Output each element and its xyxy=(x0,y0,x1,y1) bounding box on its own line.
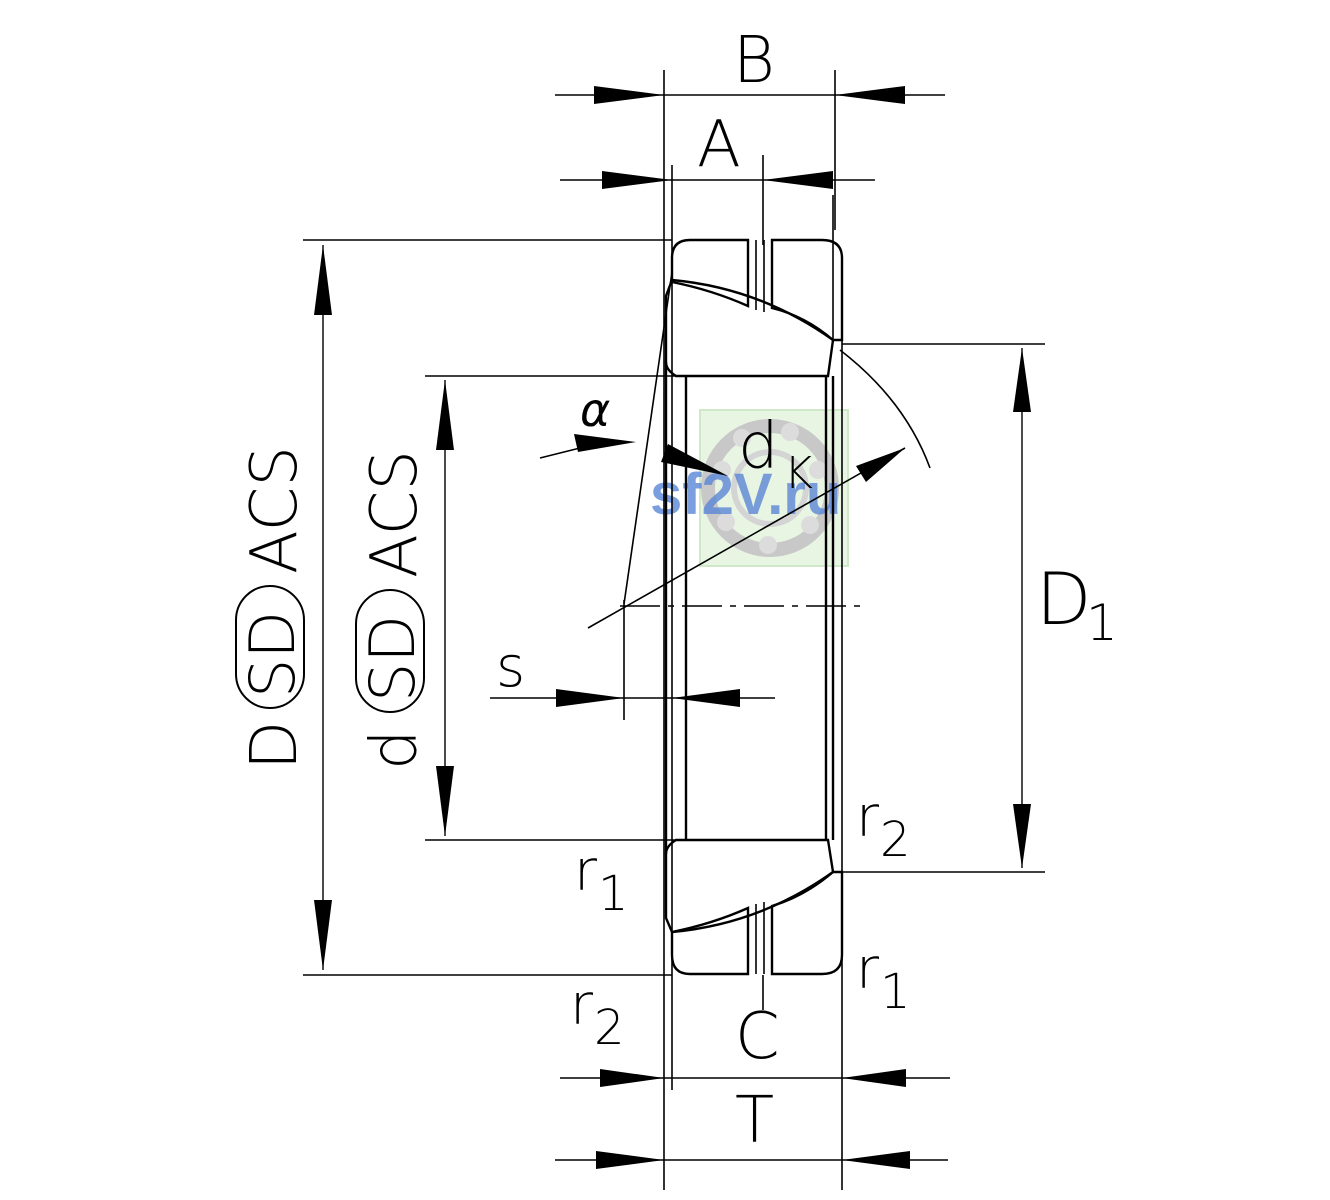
label-r1-right-sub: 1 xyxy=(880,964,911,1020)
label-C: C xyxy=(735,1000,780,1074)
label-D-acs: ACS xyxy=(238,446,312,574)
lubrication-groove xyxy=(755,240,765,974)
label-r2-bottom-sub: 2 xyxy=(594,1000,625,1056)
label-r2-top-sub: 2 xyxy=(880,812,911,868)
inner-ring-bottom xyxy=(664,838,835,934)
watermark-text: sf2V.ru xyxy=(650,462,841,527)
arrowheads xyxy=(314,86,1031,1169)
label-s: s xyxy=(496,635,525,700)
label-D1-sub: 1 xyxy=(1086,594,1118,652)
label-r1-left: r xyxy=(574,839,597,904)
outer-ring-bottom-right xyxy=(770,870,844,976)
label-D-circled: SD xyxy=(236,611,309,698)
label-B: B xyxy=(733,24,775,98)
label-D1: D xyxy=(1036,557,1091,641)
label-r1-left-sub: 1 xyxy=(598,866,629,922)
label-r2-bottom: r xyxy=(570,973,593,1038)
outer-ring-bottom-left xyxy=(670,906,750,976)
label-r1-right: r xyxy=(856,937,879,1002)
label-alpha: α xyxy=(580,383,610,437)
label-d-tolerance: d SD ACS xyxy=(355,450,432,770)
outer-ring-top-left xyxy=(670,238,750,308)
bore-outline xyxy=(664,362,835,854)
label-D-tolerance: D SD ACS xyxy=(235,446,312,770)
label-dk: d xyxy=(738,410,779,484)
label-D-symbol: D xyxy=(238,721,312,770)
label-A: A xyxy=(697,108,741,182)
dimension-labels: B A α d K s D 1 r 2 r 1 r 1 r 2 C T xyxy=(496,24,1118,1158)
label-T: T xyxy=(735,1084,774,1158)
label-d-circled: SD xyxy=(356,615,429,702)
inner-ring-top xyxy=(664,278,835,378)
label-r2-top: r xyxy=(856,785,879,850)
outer-ring-top-right xyxy=(770,238,844,342)
label-d-acs: ACS xyxy=(358,450,432,578)
label-d-symbol: d xyxy=(358,729,432,770)
label-dk-sub: K xyxy=(784,448,813,499)
watermark-logo: sf2V.ru xyxy=(650,409,849,567)
